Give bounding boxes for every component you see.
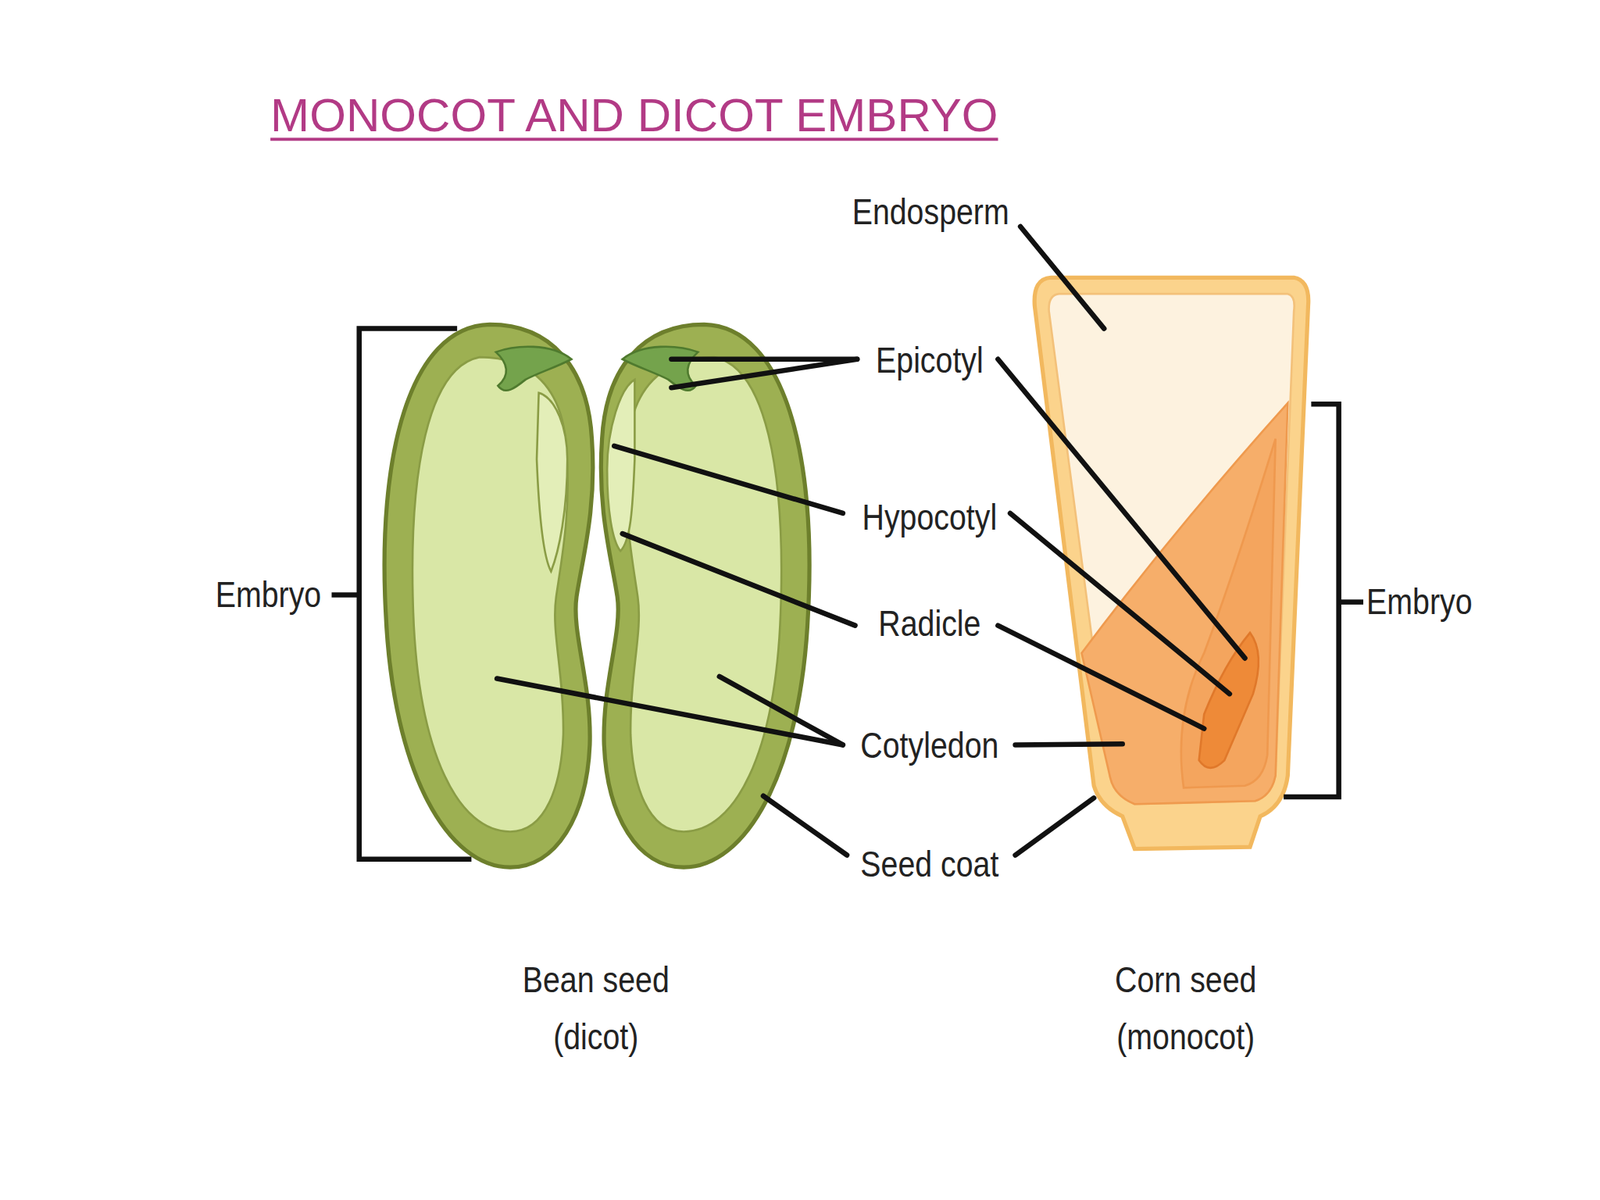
part-label: Hypocotyl xyxy=(862,496,998,538)
leader-line xyxy=(496,226,1245,856)
part-label: Radicle xyxy=(878,603,981,644)
part-label: Cotyledon xyxy=(860,725,999,767)
bracket-label: Embryo xyxy=(215,574,322,615)
part-label: Seed coat xyxy=(860,843,999,885)
bracket xyxy=(331,328,1363,860)
seed-caption: Bean seed (dicot) xyxy=(507,950,684,1065)
bean-half xyxy=(384,324,593,868)
page-title: MONOCOT AND DICOT EMBRYO xyxy=(270,87,998,143)
corn-seed xyxy=(1034,277,1309,849)
bracket-label: Embryo xyxy=(1366,581,1472,622)
part-label: Epicotyl xyxy=(875,339,984,381)
seed-caption: Corn seed (monocot) xyxy=(1097,950,1274,1065)
part-label: Endosperm xyxy=(852,192,1010,233)
